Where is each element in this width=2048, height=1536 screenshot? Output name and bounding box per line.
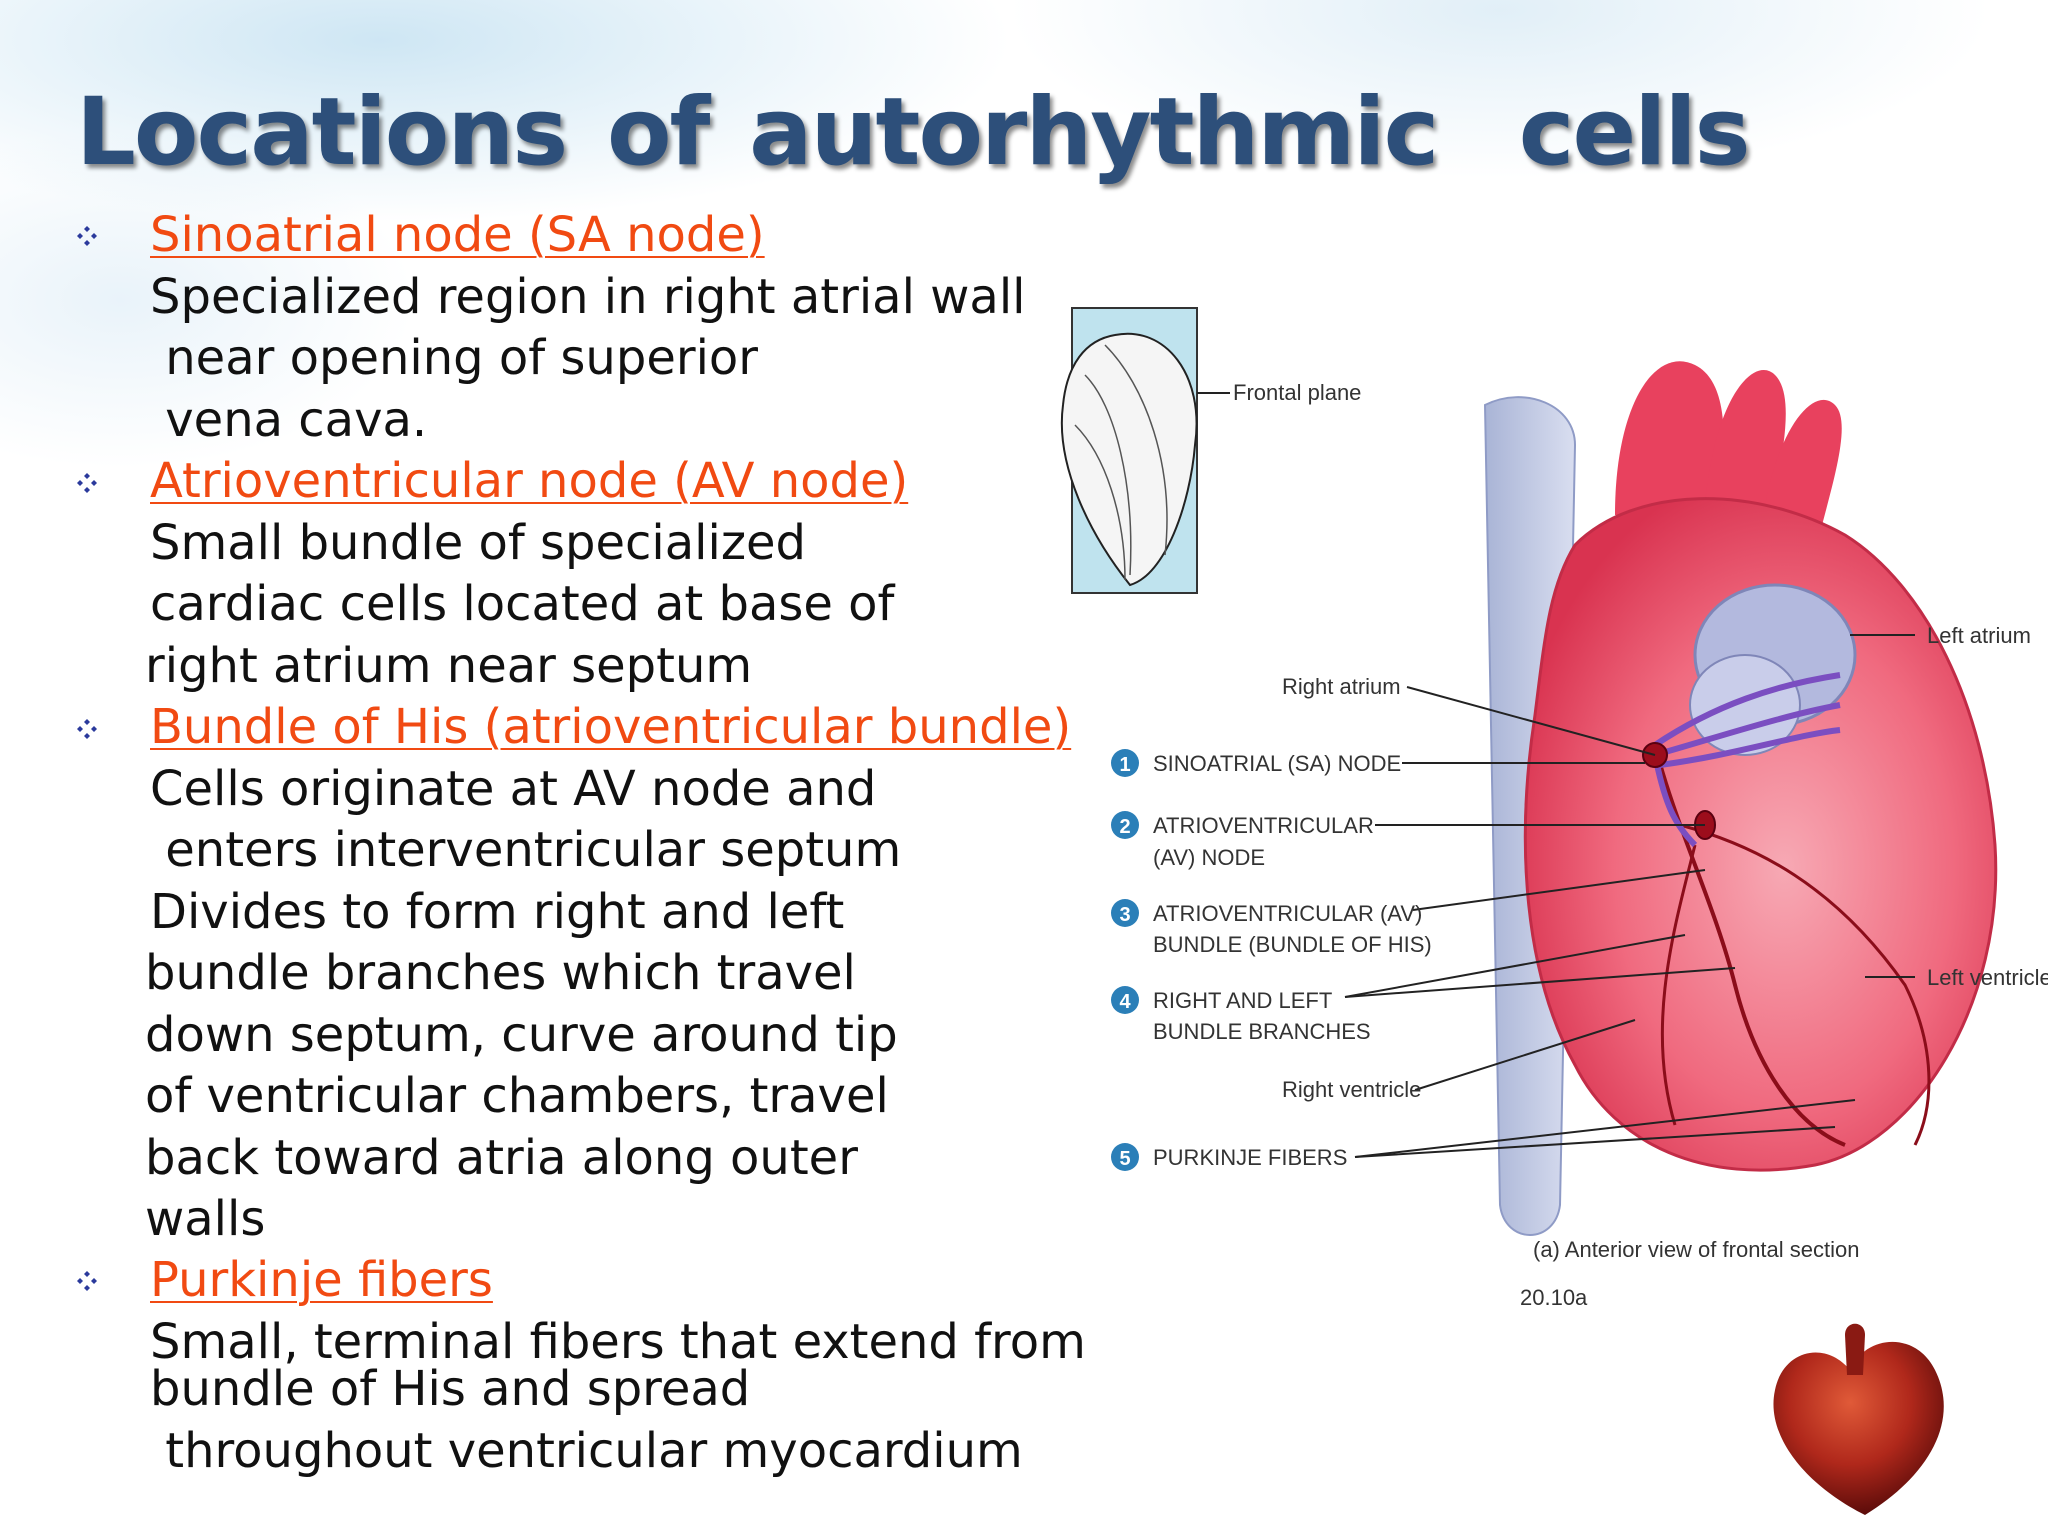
number-badge (1111, 899, 1139, 927)
body-line: vena cava. (150, 392, 428, 448)
label-left-atrium: Left atrium (1927, 623, 2031, 648)
section-heading-bundle-of-his[interactable]: Bundle of His (atrioventricular bundle) (150, 699, 1072, 755)
svg-text:ATRIOVENTRICULAR (AV): ATRIOVENTRICULAR (AV) (1153, 901, 1422, 926)
diamond-bullet-icon (77, 1271, 97, 1291)
body-line: Specialized region in right atrial wall (150, 269, 1026, 325)
svg-text:4: 4 (1119, 991, 1131, 1013)
label-av-bundle: 3 ATRIOVENTRICULAR (AV) BUNDLE (BUNDLE O… (1111, 899, 1432, 957)
section-heading-sa-node[interactable]: Sinoatrial node (SA node) (150, 207, 765, 263)
svg-text:2: 2 (1119, 816, 1130, 838)
body-line: near opening of superior (150, 330, 759, 386)
frontal-plane-inset (1060, 307, 1198, 594)
svg-text:SINOATRIAL (SA) NODE: SINOATRIAL (SA) NODE (1153, 751, 1401, 776)
body-line: Small bundle of specialized (150, 515, 807, 571)
svg-text:ATRIOVENTRICULAR: ATRIOVENTRICULAR (1153, 813, 1374, 838)
label-right-ventricle: Right ventricle (1282, 1077, 1421, 1102)
svg-text:RIGHT AND LEFT: RIGHT AND LEFT (1153, 988, 1332, 1013)
section-heading-av-node[interactable]: Atrioventricular node (AV node) (150, 453, 909, 509)
label-frontal-plane: Frontal plane (1233, 380, 1361, 405)
figure-number: 20.10a (1520, 1285, 1588, 1310)
number-badge (1111, 811, 1139, 839)
body-line: down septum, curve around tip (145, 1007, 898, 1063)
diamond-bullet-icon (77, 719, 97, 739)
body-line: back toward atria along outer (145, 1130, 858, 1186)
body-line: walls (145, 1191, 266, 1247)
number-badge (1111, 1143, 1139, 1171)
svg-text:1: 1 (1119, 754, 1130, 776)
figure-caption: (a) Anterior view of frontal section (1533, 1237, 1859, 1262)
body-line: throughout ventricular myocardium (150, 1423, 1023, 1479)
slide-title: Locations of autorhythmic cells (76, 78, 1751, 187)
heart-illustration: Frontal plane Left atrium Left ventricle (1060, 307, 2048, 1310)
section-heading-purkinje[interactable]: Purkinje fibers (150, 1252, 493, 1308)
svg-text:BUNDLE BRANCHES: BUNDLE BRANCHES (1153, 1019, 1371, 1044)
body-line: enters interventricular septum (150, 822, 902, 878)
diamond-bullet-icon (77, 226, 97, 246)
body-line: Divides to form right and left (150, 884, 845, 940)
diamond-bullet-icon (77, 473, 97, 493)
label-right-atrium: Right atrium (1282, 674, 1401, 699)
number-badge (1111, 749, 1139, 777)
label-av-node: 2 ATRIOVENTRICULAR (AV) NODE (1111, 811, 1374, 870)
body-line: Cells originate at AV node and (150, 761, 877, 817)
heart-logo (1773, 1323, 1944, 1515)
svg-text:PURKINJE FIBERS: PURKINJE FIBERS (1153, 1145, 1347, 1170)
body-line: cardiac cells located at base of (150, 576, 895, 632)
body-line: bundle branches which travel (145, 945, 856, 1001)
body-line: Small, terminal fibers that extend from (150, 1314, 1086, 1370)
body-line: right atrium near septum (145, 638, 753, 694)
label-sa-node: 1 SINOATRIAL (SA) NODE (1111, 749, 1401, 777)
label-bundle-branches: 4 RIGHT AND LEFT BUNDLE BRANCHES (1111, 986, 1371, 1044)
svg-text:BUNDLE (BUNDLE OF HIS): BUNDLE (BUNDLE OF HIS) (1153, 932, 1432, 957)
label-purkinje-fibers: 5 PURKINJE FIBERS (1111, 1143, 1347, 1171)
label-left-ventricle: Left ventricle (1927, 965, 2048, 990)
svg-text:5: 5 (1119, 1148, 1130, 1170)
body-line: bundle of His and spread (150, 1361, 751, 1417)
body-line: of ventricular chambers, travel (145, 1068, 889, 1124)
svg-text:3: 3 (1119, 904, 1130, 926)
svg-text:(AV) NODE: (AV) NODE (1153, 845, 1265, 870)
number-badge (1111, 986, 1139, 1014)
